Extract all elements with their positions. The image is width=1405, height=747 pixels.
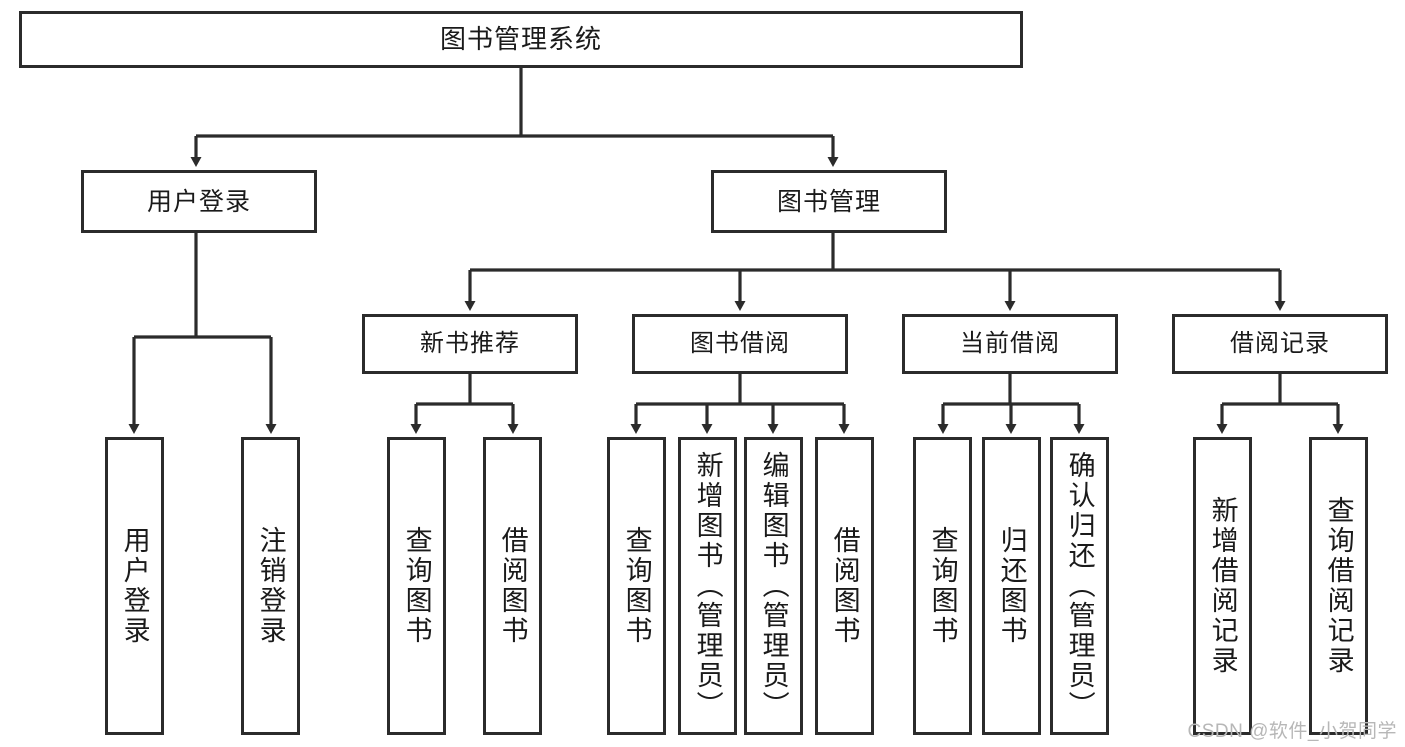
node-label: 查询借阅记录	[1323, 496, 1354, 676]
leaf-borrow-book-borrow[interactable]: 借阅图书	[815, 437, 874, 735]
node-label: 确认归还（管理员）	[1064, 451, 1095, 721]
leaf-query-book-newbook[interactable]: 查询图书	[387, 437, 446, 735]
node-label: 借阅记录	[1230, 329, 1330, 357]
node-label: 新书推荐	[420, 329, 520, 357]
leaf-confirm-return-admin[interactable]: 确认归还（管理员）	[1050, 437, 1109, 735]
leaf-user-login[interactable]: 用户登录	[105, 437, 164, 735]
leaf-add-borrow-record[interactable]: 新增借阅记录	[1193, 437, 1252, 735]
node-label: 新增图书（管理员）	[692, 451, 723, 721]
node-book-management[interactable]: 图书管理	[711, 170, 947, 233]
leaf-edit-book-admin[interactable]: 编辑图书（管理员）	[744, 437, 803, 735]
node-book-borrow[interactable]: 图书借阅	[632, 314, 848, 374]
node-label: 借阅图书	[497, 526, 528, 646]
node-label: 用户登录	[119, 526, 150, 646]
node-label: 借阅图书	[829, 526, 860, 646]
node-user-login[interactable]: 用户登录	[81, 170, 317, 233]
leaf-query-book-current[interactable]: 查询图书	[913, 437, 972, 735]
leaf-logout[interactable]: 注销登录	[241, 437, 300, 735]
node-label: 查询图书	[401, 526, 432, 646]
node-label: 图书借阅	[690, 329, 790, 357]
node-label: 用户登录	[146, 187, 251, 216]
node-label: 图书管理	[776, 187, 881, 216]
leaf-query-book-borrow[interactable]: 查询图书	[607, 437, 666, 735]
node-label: 当前借阅	[960, 329, 1060, 357]
node-label: 注销登录	[255, 526, 286, 646]
leaf-borrow-book-newbook[interactable]: 借阅图书	[483, 437, 542, 735]
node-current-borrow[interactable]: 当前借阅	[902, 314, 1118, 374]
leaf-add-book-admin[interactable]: 新增图书（管理员）	[678, 437, 737, 735]
node-label: 编辑图书（管理员）	[758, 451, 789, 721]
node-label: 查询图书	[621, 526, 652, 646]
node-borrow-record[interactable]: 借阅记录	[1172, 314, 1388, 374]
node-label: 查询图书	[927, 526, 958, 646]
node-label: 新增借阅记录	[1207, 496, 1238, 676]
node-book-management-system[interactable]: 图书管理系统	[19, 11, 1023, 68]
leaf-return-book[interactable]: 归还图书	[982, 437, 1041, 735]
node-label: 归还图书	[996, 526, 1027, 646]
node-label: 图书管理系统	[439, 23, 602, 54]
leaf-query-borrow-record[interactable]: 查询借阅记录	[1309, 437, 1368, 735]
node-new-book-recommendation[interactable]: 新书推荐	[362, 314, 578, 374]
